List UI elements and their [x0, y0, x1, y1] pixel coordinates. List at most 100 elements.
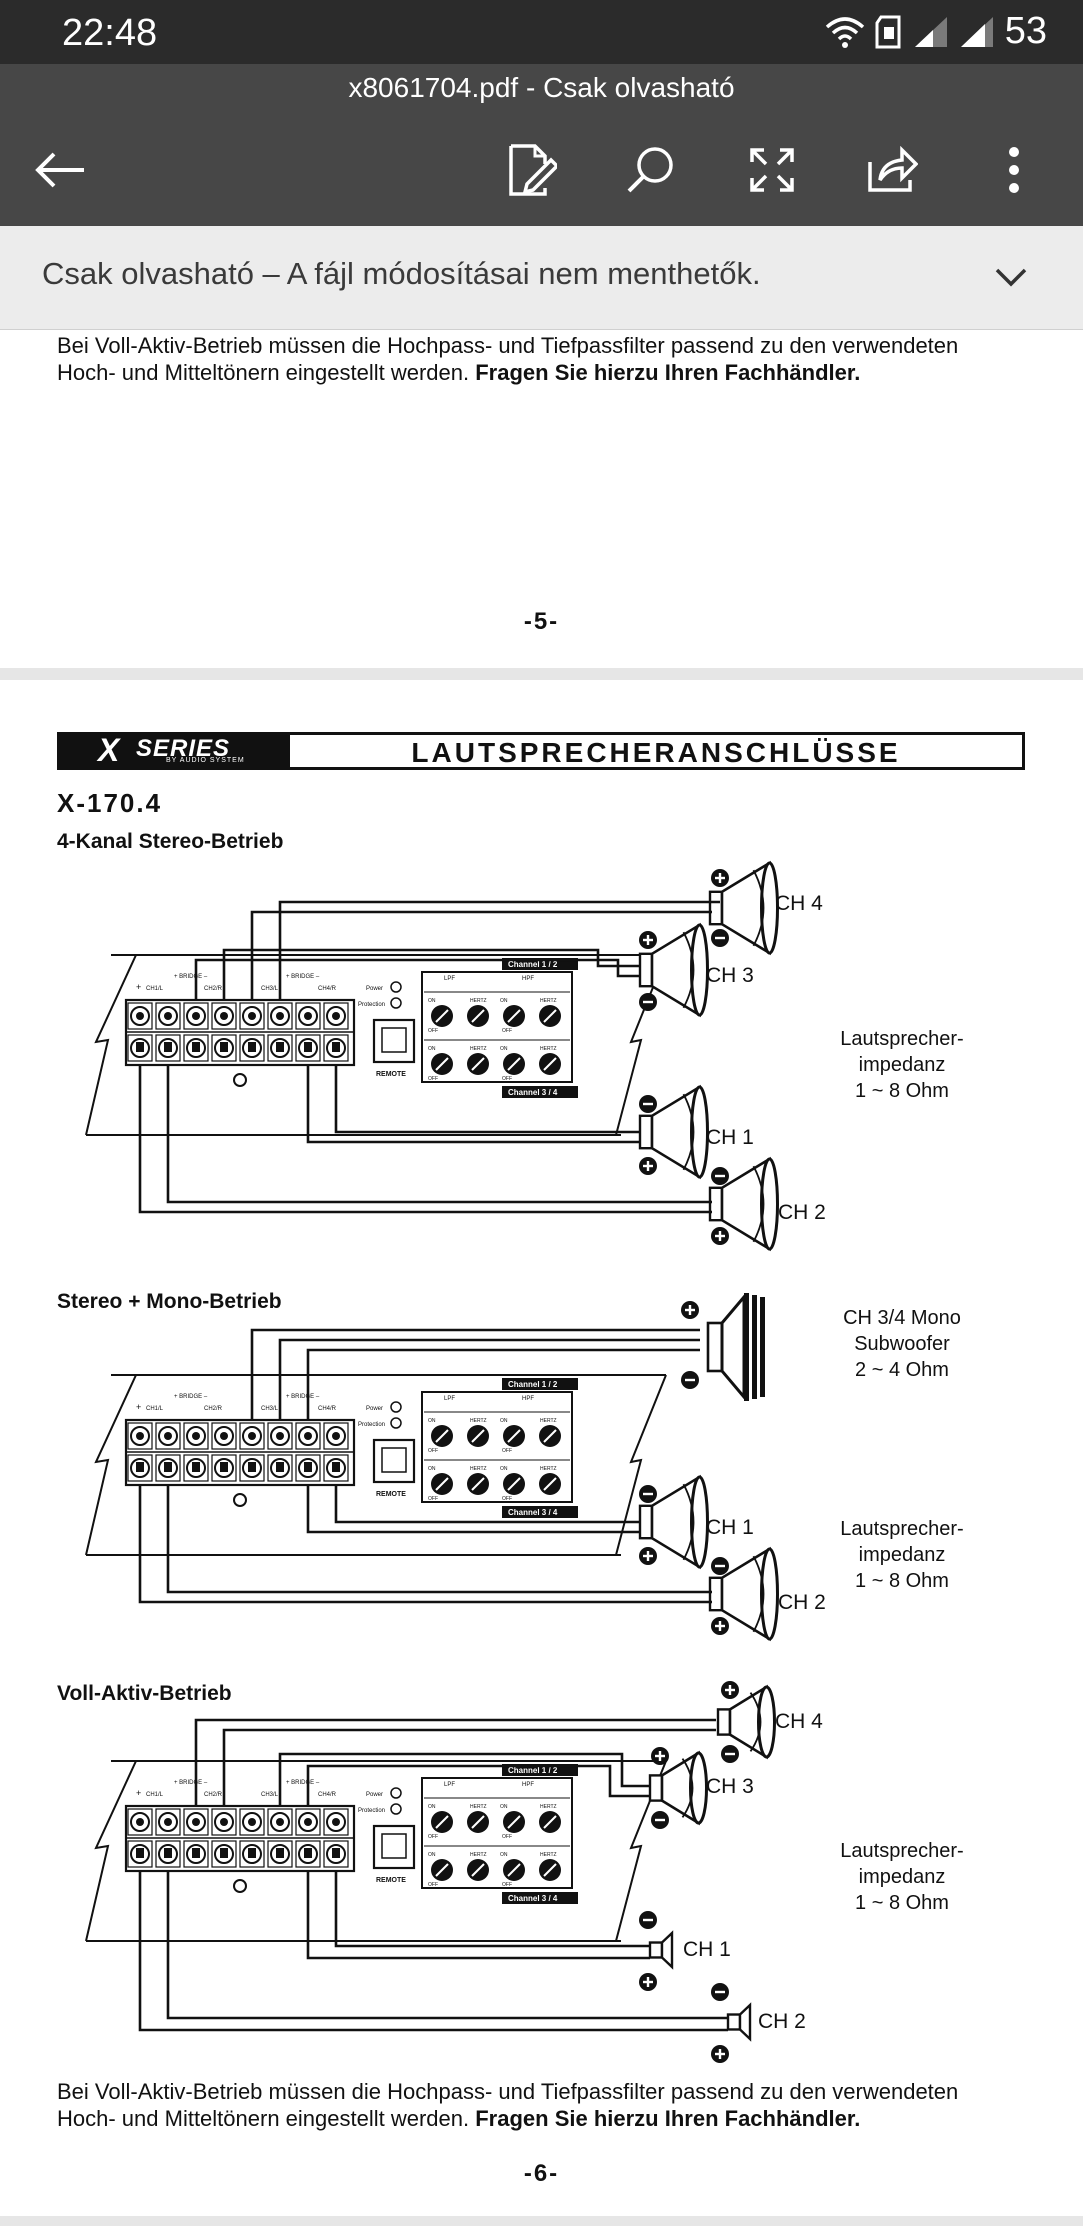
- w3-ch4n: [222, 1728, 716, 1806]
- more-options-button[interactable]: [974, 130, 1054, 210]
- page-gap: [0, 2216, 1083, 2226]
- xseries-logo: X SERIES BY AUDIO SYSTEM: [60, 732, 290, 768]
- spk2-ch1-surround: [682, 1483, 695, 1561]
- amp3-ch1l: CH1/L: [146, 1792, 164, 1798]
- amp2-power-led: [390, 1401, 402, 1413]
- amp3-bridge1: + BRIDGE –: [174, 1780, 208, 1786]
- amp3-hole-core2: [192, 1848, 200, 1858]
- amp1-on1b: ON: [500, 1046, 508, 1052]
- amp3-on0b: ON: [500, 1804, 508, 1810]
- amp3-term-top1: [155, 1808, 181, 1836]
- status-bar: 22:48 53: [0, 0, 1083, 64]
- sd-card-icon: [875, 15, 901, 48]
- amp2-term-top2: [183, 1422, 209, 1450]
- amp1-knob-mark1-1: [471, 1057, 485, 1071]
- amp1-ch4r: CH4/R: [318, 986, 337, 992]
- read-only-banner[interactable]: Csak olvasható – A fájl módosításai nem …: [0, 226, 1083, 330]
- spk3-ch4-surround: [749, 1692, 762, 1752]
- spk2-sub-magnet: [706, 1321, 724, 1373]
- page5-line2: Hoch- und Mitteltönern eingestellt werde…: [57, 359, 958, 386]
- amp2-knob-mark1-0: [435, 1477, 449, 1491]
- amp1-hole-core4: [248, 1042, 256, 1052]
- amp2-lpf: LPF: [444, 1396, 455, 1402]
- page6-number: -6-: [523, 2160, 560, 2187]
- page6-line1: Bei Voll-Aktiv-Betrieb müssen die Hochpa…: [57, 2079, 959, 2104]
- chevron-down-icon[interactable]: [989, 256, 1033, 300]
- fullscreen-button[interactable]: [732, 130, 812, 210]
- amp1-ch34-label: Channel 3 / 4: [508, 1088, 558, 1097]
- amp2-remote-inner: [381, 1447, 407, 1473]
- w3-ch1n: [334, 1871, 650, 1948]
- s1-ch1-label: CH 1: [706, 1126, 754, 1149]
- amp3-knob-mark1-0: [435, 1863, 449, 1877]
- amp1-on0b: ON: [500, 998, 508, 1004]
- expand-icon: [750, 148, 794, 192]
- amp2-term-bot3: [211, 1454, 237, 1482]
- search-button[interactable]: [610, 130, 690, 210]
- page5-line1: Bei Voll-Aktiv-Betrieb müssen die Hochpa…: [57, 333, 959, 358]
- amp1-term-top1: [155, 1002, 181, 1030]
- amp3-remote-port: [372, 1824, 416, 1870]
- w2-ch2n: [166, 1485, 712, 1594]
- spk1-ch3-surround: [682, 931, 695, 1009]
- spk3-ch4-magnet: [716, 1708, 732, 1736]
- amp2-hole-core3: [220, 1462, 228, 1472]
- s2-subwoofer-label: CH 3/4 Mono Subwoofer 2 ~ 4 Ohm: [832, 1305, 972, 1383]
- amp2-off0b: OFF: [502, 1448, 512, 1454]
- w2-ch1n: [334, 1485, 640, 1524]
- amp3-screw-core6: [304, 1818, 312, 1826]
- amp2-ch2r: CH2/R: [204, 1406, 223, 1412]
- amp2-term-bot7: [323, 1454, 349, 1482]
- amp3-term-bot6: [295, 1840, 321, 1868]
- spk1-ch4-magnet: [708, 890, 724, 926]
- s3-ch3-label: CH 3: [706, 1775, 754, 1798]
- amp1-remote-label: REMOTE: [376, 1071, 406, 1078]
- banner-text: Csak olvasható – A fájl módosításai nem …: [42, 256, 761, 291]
- amp3-ch2r: CH2/R: [204, 1792, 223, 1798]
- amp1-screw-core4: [248, 1012, 256, 1020]
- amp1-hz0b: HERTZ: [540, 998, 557, 1004]
- amp1-remote-inner: [381, 1027, 407, 1053]
- amp2-bridge1: + BRIDGE –: [174, 1394, 208, 1400]
- amp1-hole-core3: [220, 1042, 228, 1052]
- amp1-power: Power: [366, 986, 383, 992]
- amp1-hole-core2: [192, 1042, 200, 1052]
- amp1-term-top5: [267, 1002, 293, 1030]
- back-button[interactable]: [20, 130, 100, 210]
- amp1-term-bot3: [211, 1034, 237, 1062]
- amp3-on0a: ON: [428, 1804, 436, 1810]
- amp2-term-bot0: [127, 1454, 153, 1482]
- page6-line2-normal: Hoch- und Mitteltönern eingestellt werde…: [57, 2106, 476, 2131]
- s2-sub-l1: CH 3/4 Mono: [843, 1307, 961, 1329]
- amp3-hole-core7: [332, 1848, 340, 1858]
- amp3-term-top0: [127, 1808, 153, 1836]
- amp3-knob-mark1-3: [543, 1863, 557, 1877]
- amp3-plus1: +: [136, 1788, 141, 1798]
- arrow-left-icon: [35, 152, 84, 188]
- edit-button[interactable]: [492, 130, 572, 210]
- amp2-hole-core7: [332, 1462, 340, 1472]
- share-button[interactable]: [852, 130, 932, 210]
- amp1-knob-mark1-0: [435, 1057, 449, 1071]
- w1-ch1p: [306, 1065, 640, 1144]
- spk2-sub-ring2: [760, 1297, 765, 1397]
- w1-ch2n: [166, 1065, 712, 1204]
- amp1-protection: Protection: [358, 1002, 385, 1008]
- amp1-term-bot1: [155, 1034, 181, 1062]
- amp2-screw-core4: [248, 1432, 256, 1440]
- amp3-power-led: [390, 1787, 402, 1799]
- amp2-hz1b: HERTZ: [540, 1466, 557, 1472]
- amp1-protection-led: [390, 997, 402, 1009]
- amp1-remote-port: [372, 1018, 416, 1064]
- amp2-hole-core6: [304, 1462, 312, 1472]
- amp1-hz1b: HERTZ: [540, 1046, 557, 1052]
- amp3-ch34-bar: [502, 1892, 578, 1904]
- amp3-screw-core1: [164, 1818, 172, 1826]
- amp2-ch4r: CH4/R: [318, 1406, 337, 1412]
- spk2-ch1-rim: [690, 1475, 709, 1569]
- s1-impedance-l2: impedanz: [858, 1054, 946, 1076]
- amp1-off1b: OFF: [502, 1076, 512, 1082]
- amp3-off0b: OFF: [502, 1834, 512, 1840]
- amp3-hz0b: HERTZ: [540, 1804, 557, 1810]
- spk1-ch2-surround: [752, 1165, 765, 1243]
